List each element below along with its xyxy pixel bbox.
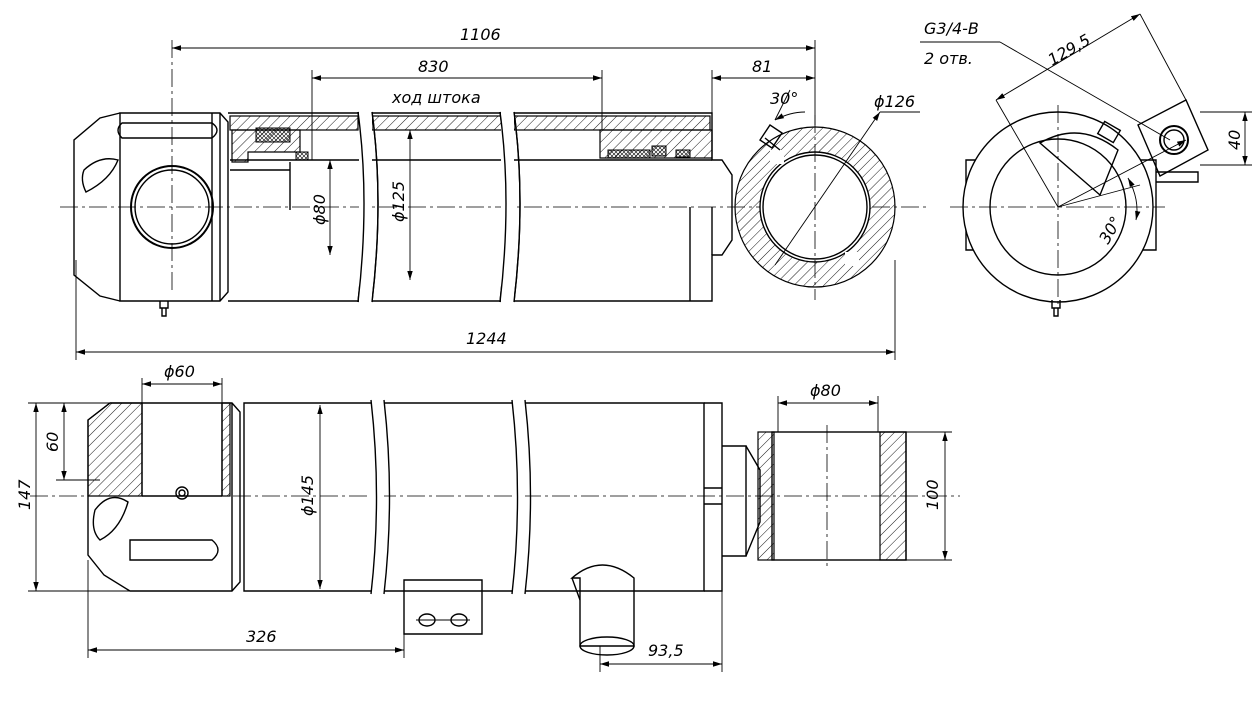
dim-eye-80: ϕ80 (810, 381, 841, 400)
end-view: G3/4-B 2 отв. 129,5 40 30° (920, 13, 1252, 317)
dim-93-5: 93,5 (648, 641, 684, 660)
plan-view: 147 60 ϕ60 ϕ145 ϕ80 100 326 93,5 (15, 362, 960, 672)
port-fitting (570, 564, 635, 647)
side-section-view: 1106 830 ход штока 81 1244 30° ϕ126 ϕ80 … (60, 25, 930, 360)
head-section (87, 402, 143, 497)
dim-bore-125: ϕ125 (389, 181, 408, 222)
pin-hole (130, 165, 214, 249)
dim-1106: 1106 (460, 25, 501, 44)
dim-81: 81 (752, 57, 772, 76)
dim-60: 60 (43, 432, 62, 452)
dim-1244: 1244 (466, 329, 507, 348)
dim-pin-60: ϕ60 (164, 362, 195, 381)
port-count-label: 2 отв. (924, 49, 973, 68)
dim-eye-100: 100 (923, 479, 942, 510)
dim-rod-80: ϕ80 (310, 194, 329, 225)
dim-angle-side: 30° (770, 89, 798, 108)
dim-147: 147 (15, 479, 34, 510)
dim-40: 40 (1225, 130, 1244, 150)
stroke-label: ход штока (391, 88, 481, 107)
port-hole (1159, 125, 1189, 155)
dim-barrel-145: ϕ145 (298, 475, 317, 516)
port-thread-label: G3/4-B (924, 19, 979, 38)
dim-129-5: 129,5 (1045, 30, 1094, 69)
dim-830: 830 (418, 57, 449, 76)
dim-tube-126: ϕ126 (874, 92, 915, 111)
mount-bracket (403, 579, 483, 635)
dim-326: 326 (246, 627, 277, 646)
port-bracket (1137, 99, 1209, 177)
